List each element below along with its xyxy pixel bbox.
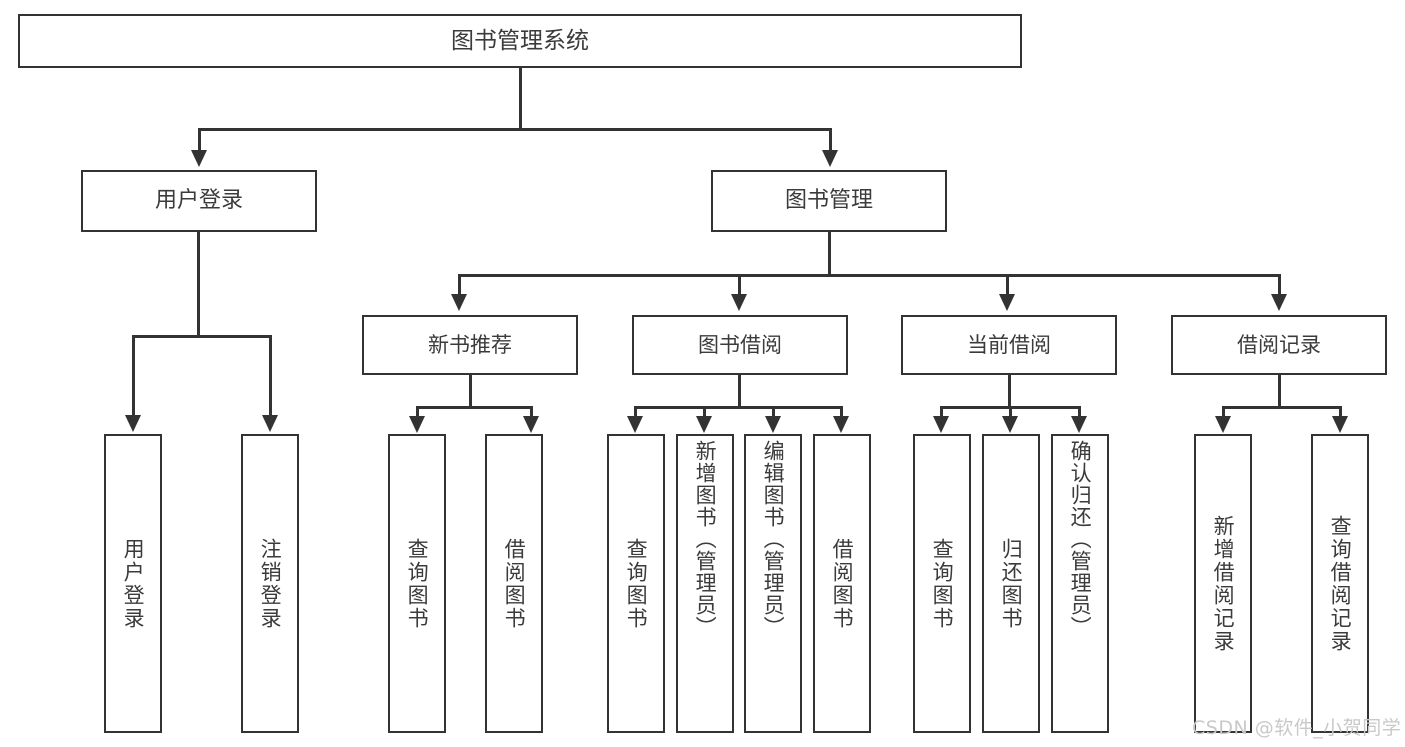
arrowhead-user-login-leaf-2 [262,415,278,432]
connector-new-book-leaf-2 [530,406,533,420]
arrowhead-borrow-record-leaf-1 [1215,416,1231,433]
node-new-book-recommend[interactable]: 新书推荐 [362,315,578,375]
connector-new-book-bar [416,406,533,409]
connector-book-management-bar [458,274,1281,277]
leaf-book-borrow-borrow-book[interactable]: 借阅图书 [813,434,871,733]
connector-root-to-user-login [198,128,201,152]
arrowhead-current-borrow-leaf-3 [1071,416,1087,433]
arrowhead-new-book-leaf-2 [523,416,539,433]
connector-root-bar [198,128,832,131]
node-book-management[interactable]: 图书管理 [711,170,947,232]
connector-root-to-book-management [829,128,832,152]
arrowhead-book-borrow-leaf-2 [696,416,712,433]
connector-book-management-stem [828,232,831,274]
leaf-book-borrow-edit-book-admin[interactable]: 编辑图书（管理员） [744,434,802,733]
arrowhead-new-book-leaf-1 [409,416,425,433]
leaf-current-borrow-return-book[interactable]: 归还图书 [982,434,1040,733]
leaf-borrow-record-query-record[interactable]: 查询借阅记录 [1311,434,1369,733]
arrowhead-bm-book-borrow [731,294,747,311]
connector-borrow-record-stem [1278,375,1281,406]
connector-bm-to-current-borrow [1006,274,1009,296]
connector-book-borrow-leaf-1 [634,406,637,420]
leaf-new-book-borrow-book[interactable]: 借阅图书 [485,434,543,733]
connector-book-borrow-stem [738,375,741,406]
connector-current-borrow-leaf-3 [1078,406,1081,420]
connector-borrow-record-bar [1222,406,1342,409]
connector-user-login-to-leaf-1 [132,335,135,417]
leaf-borrow-record-add-record[interactable]: 新增借阅记录 [1194,434,1252,733]
arrowhead-bm-borrow-record [1271,294,1287,311]
connector-bm-to-new-book [458,274,461,296]
node-user-login[interactable]: 用户登录 [81,170,317,232]
leaf-current-borrow-query-book[interactable]: 查询图书 [913,434,971,733]
connector-book-borrow-leaf-2 [703,406,706,420]
connector-user-login-bar [132,335,272,338]
connector-new-book-leaf-1 [416,406,419,420]
connector-user-login-stem [197,232,200,335]
connector-current-borrow-leaf-2 [1009,406,1012,420]
leaf-new-book-query-book[interactable]: 查询图书 [388,434,446,733]
arrowhead-book-borrow-leaf-4 [833,416,849,433]
arrowhead-borrow-record-leaf-2 [1332,416,1348,433]
connector-user-login-to-leaf-2 [269,335,272,417]
leaf-user-login-logout[interactable]: 注销登录 [241,434,299,733]
arrowhead-current-borrow-leaf-2 [1002,416,1018,433]
connector-new-book-stem [469,375,472,406]
connector-bm-to-borrow-record [1278,274,1281,296]
arrowhead-root-to-user-login [191,150,207,167]
arrowhead-book-borrow-leaf-1 [627,416,643,433]
connector-book-borrow-leaf-4 [840,406,843,420]
arrowhead-bm-current-borrow [999,294,1015,311]
connector-book-borrow-leaf-3 [772,406,775,420]
leaf-user-login-login[interactable]: 用户登录 [104,434,162,733]
arrowhead-current-borrow-leaf-1 [933,416,949,433]
connector-current-borrow-stem [1008,375,1011,406]
leaf-current-borrow-confirm-return-admin[interactable]: 确认归还（管理员） [1051,434,1109,733]
arrowhead-user-login-leaf-1 [125,415,141,432]
arrowhead-root-to-book-management [822,150,838,167]
connector-borrow-record-leaf-2 [1339,406,1342,420]
connector-bm-to-book-borrow [738,274,741,296]
node-borrow-record[interactable]: 借阅记录 [1171,315,1387,375]
leaf-book-borrow-query-book[interactable]: 查询图书 [607,434,665,733]
connector-book-borrow-bar [634,406,842,409]
connector-root-stem [519,68,522,128]
node-current-borrow[interactable]: 当前借阅 [901,315,1117,375]
node-root-book-management-system[interactable]: 图书管理系统 [18,14,1022,68]
connector-borrow-record-leaf-1 [1222,406,1225,420]
arrowhead-book-borrow-leaf-3 [765,416,781,433]
arrowhead-bm-new-book [451,294,467,311]
node-book-borrow[interactable]: 图书借阅 [632,315,848,375]
leaf-book-borrow-add-book-admin[interactable]: 新增图书（管理员） [676,434,734,733]
connector-current-borrow-leaf-1 [940,406,943,420]
